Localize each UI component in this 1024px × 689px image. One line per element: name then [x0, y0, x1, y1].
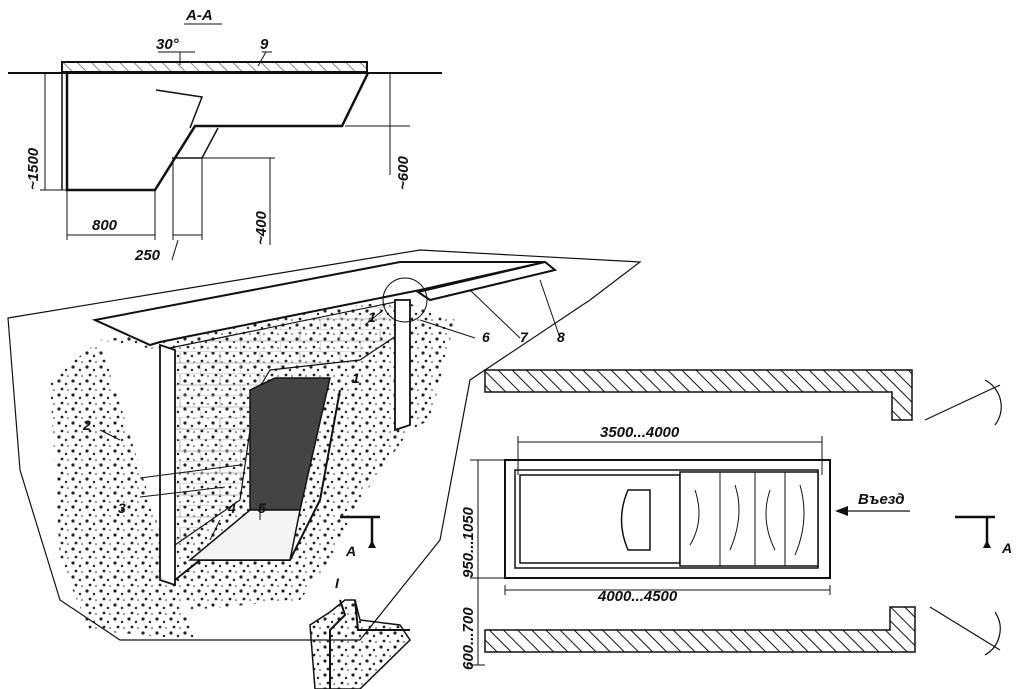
wood-boards [679, 471, 819, 567]
callout-3: 3 [118, 500, 126, 516]
callout-2: 2 [82, 417, 91, 433]
bottom-wall [484, 606, 916, 653]
section-mark-left: A [345, 543, 356, 559]
callout-6: 6 [482, 329, 490, 345]
wheel-stop [249, 377, 331, 511]
plan-view: 3500...4000 4000...4500 950...1050 600..… [460, 369, 1012, 670]
entry-arrow-icon [835, 506, 848, 516]
dim-lower: ~400 [253, 211, 270, 245]
callout-1a: 1 [368, 309, 376, 325]
callout-8: 8 [557, 329, 565, 345]
entry-label: Въезд [858, 491, 905, 508]
dim-step: ~600 [395, 156, 412, 190]
callout-4: 4 [227, 500, 236, 516]
top-wall [484, 369, 913, 421]
detail-i [309, 599, 411, 689]
dim-width-plan: 950...1050 [460, 506, 477, 578]
dim-width: 800 [92, 217, 118, 234]
dim-inner-length: 3500...4000 [600, 424, 680, 441]
dim-depth: ~1500 [25, 147, 42, 190]
section-a-a: A-A 30° 9 ~1500 ~600 ~400 800 250 [8, 7, 442, 264]
callout-9: 9 [260, 36, 269, 53]
dim-stop: 250 [134, 247, 161, 264]
dim-gap: 600...700 [460, 607, 477, 670]
perspective-view: 1 1 2 3 4 5 6 7 8 A I [7, 249, 642, 689]
callout-1b: 1 [352, 370, 360, 386]
callout-7: 7 [520, 329, 529, 345]
detail-label: I [335, 575, 340, 591]
angle-label: 30° [156, 36, 180, 53]
section-mark-right: A [1001, 540, 1012, 556]
callout-5: 5 [258, 500, 266, 516]
dim-outer-length: 4000...4500 [597, 588, 678, 605]
wheel-stop-plan [620, 489, 651, 551]
section-title: A-A [185, 7, 213, 24]
